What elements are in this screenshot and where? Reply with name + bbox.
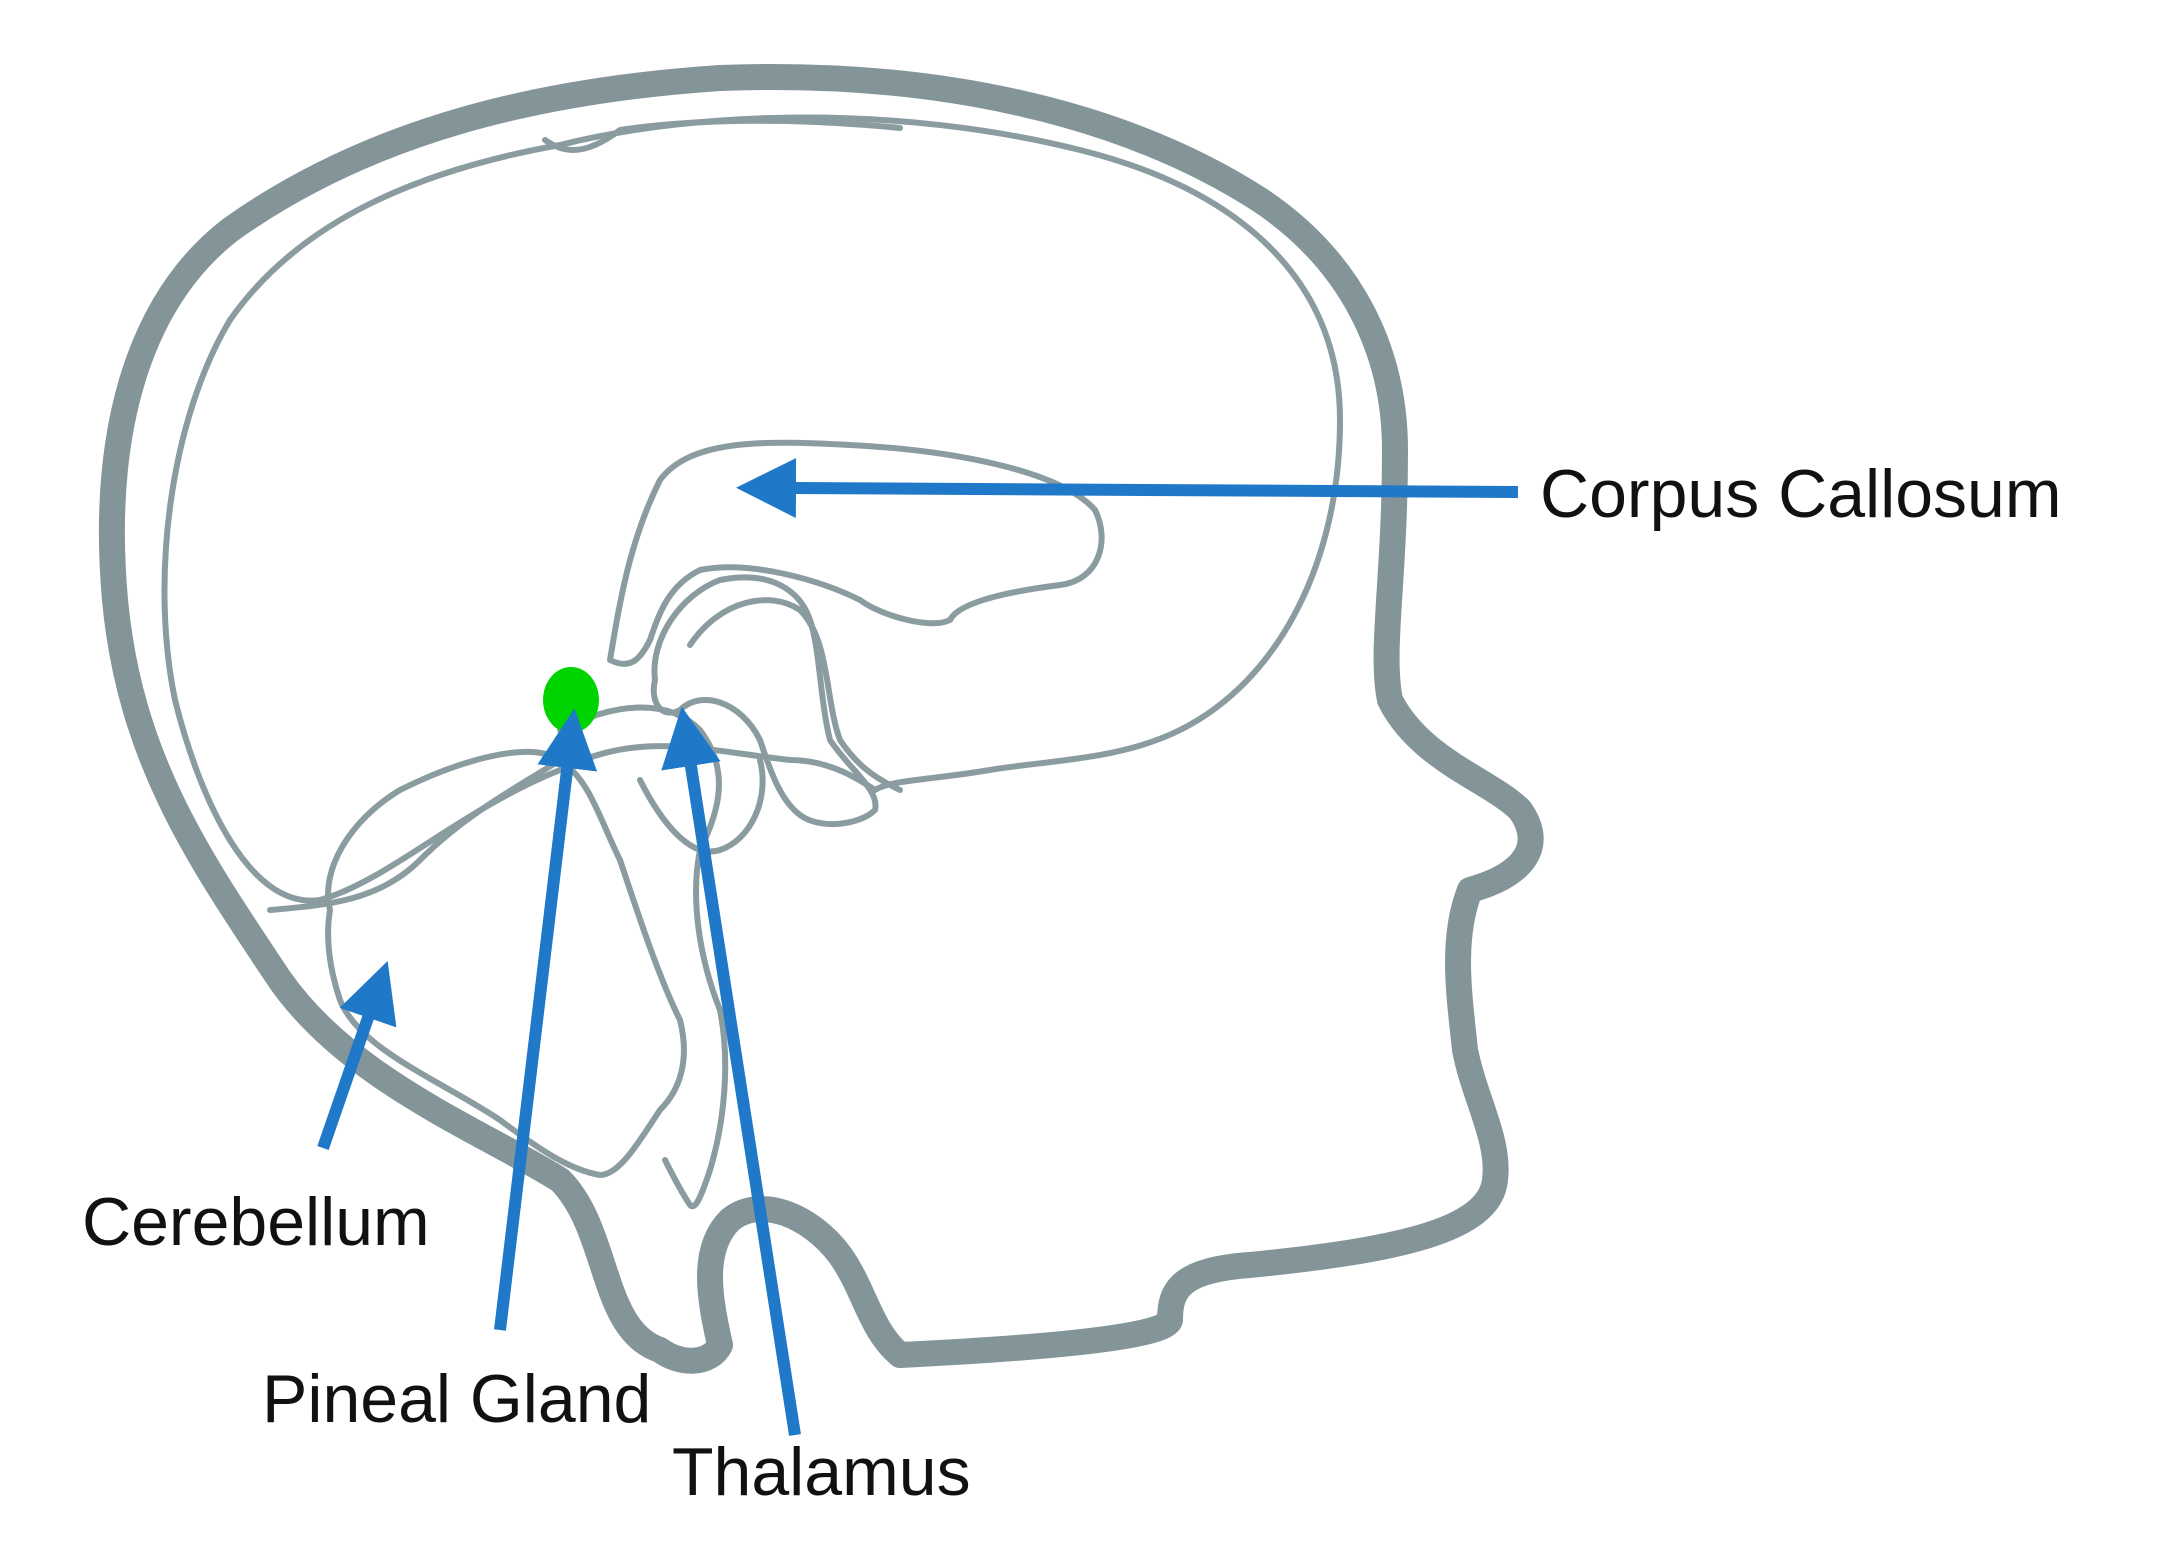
pineal-gland-dot bbox=[543, 667, 599, 733]
fornix-line bbox=[687, 597, 903, 793]
pons-shape bbox=[637, 757, 766, 855]
pineal-gland-arrow bbox=[494, 708, 598, 1331]
cerebellum-label: Cerebellum bbox=[82, 1184, 430, 1260]
corpus-callosum-shape bbox=[607, 439, 1105, 667]
tentorium-line bbox=[267, 757, 563, 913]
pineal-gland-label: Pineal Gland bbox=[262, 1361, 651, 1437]
cerebellum-shape bbox=[325, 748, 687, 1178]
thalamus-shape bbox=[650, 574, 879, 828]
head-outline bbox=[98, 64, 1544, 1374]
thalamus-arrow bbox=[661, 706, 801, 1436]
corpus-callosum-label: Corpus Callosum bbox=[1540, 456, 2062, 532]
brain-outline bbox=[161, 114, 1343, 904]
brain-fold bbox=[542, 117, 903, 153]
corpus-callosum-arrow bbox=[736, 458, 1519, 519]
thalamus-label: Thalamus bbox=[672, 1434, 971, 1510]
cerebellum-arrow bbox=[317, 960, 397, 1150]
